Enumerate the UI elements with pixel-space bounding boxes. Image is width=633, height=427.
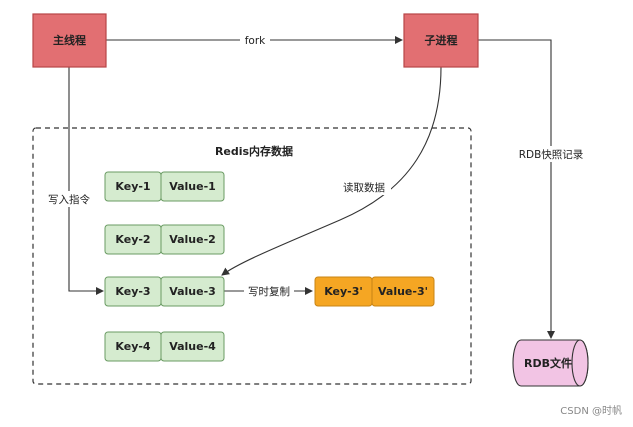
rdb-snapshot-label: RDB快照记录 <box>519 149 584 161</box>
read-data-edge <box>221 66 442 276</box>
main-thread-label: 主线程 <box>53 33 86 47</box>
read-label-bg <box>337 179 391 195</box>
kv-value-cell <box>160 224 225 255</box>
read-data-label: 读取数据 <box>343 181 385 194</box>
kv-value-label: Value-2 <box>169 233 216 246</box>
kv-value-label: Value-4 <box>169 340 216 353</box>
copy-kv-pair: Key-3' Value-3' <box>314 276 435 307</box>
copy-value-label: Value-3' <box>378 285 428 298</box>
kv-value-cell <box>160 276 225 307</box>
write-command-edge <box>68 67 104 295</box>
write-label-bg <box>44 191 94 207</box>
copy-value-cell <box>371 276 435 307</box>
main-thread-node <box>32 13 107 68</box>
redis-memory-container <box>32 127 472 385</box>
child-process-node <box>403 13 479 68</box>
kv-pair-1: Key-1 Value-1 <box>104 171 225 202</box>
kv-key-label: Key-4 <box>115 340 151 353</box>
kv-value-label: Value-1 <box>169 180 216 193</box>
fork-label-bg <box>240 32 270 48</box>
rdb-file-node: RDB文件 <box>512 339 589 387</box>
rdb-file-label: RDB文件 <box>524 356 572 370</box>
kv-key-label: Key-2 <box>115 233 150 246</box>
kv-value-cell <box>160 331 225 362</box>
watermark: CSDN @时帆 <box>560 404 622 417</box>
copy-key-label: Key-3' <box>324 285 363 298</box>
kv-key-label: Key-3 <box>115 285 150 298</box>
write-command-label: 写入指令 <box>48 193 90 206</box>
rdb-label-bg <box>517 146 585 162</box>
kv-pair-3: Key-3 Value-3 <box>104 276 225 307</box>
child-process-label: 子进程 <box>425 33 458 47</box>
rdb-file-cap <box>571 339 589 387</box>
fork-label: fork <box>245 35 266 47</box>
redis-memory-title: Redis内存数据 <box>215 144 293 158</box>
kv-key-label: Key-1 <box>115 180 150 193</box>
kv-pair-4: Key-4 Value-4 <box>104 331 225 362</box>
rdb-snapshot-edge <box>478 39 555 339</box>
kv-value-label: Value-3 <box>169 285 216 298</box>
cow-label-bg <box>244 283 294 299</box>
cow-label: 写时复制 <box>248 285 290 298</box>
kv-value-cell <box>160 171 225 202</box>
kv-pair-2: Key-2 Value-2 <box>104 224 225 255</box>
